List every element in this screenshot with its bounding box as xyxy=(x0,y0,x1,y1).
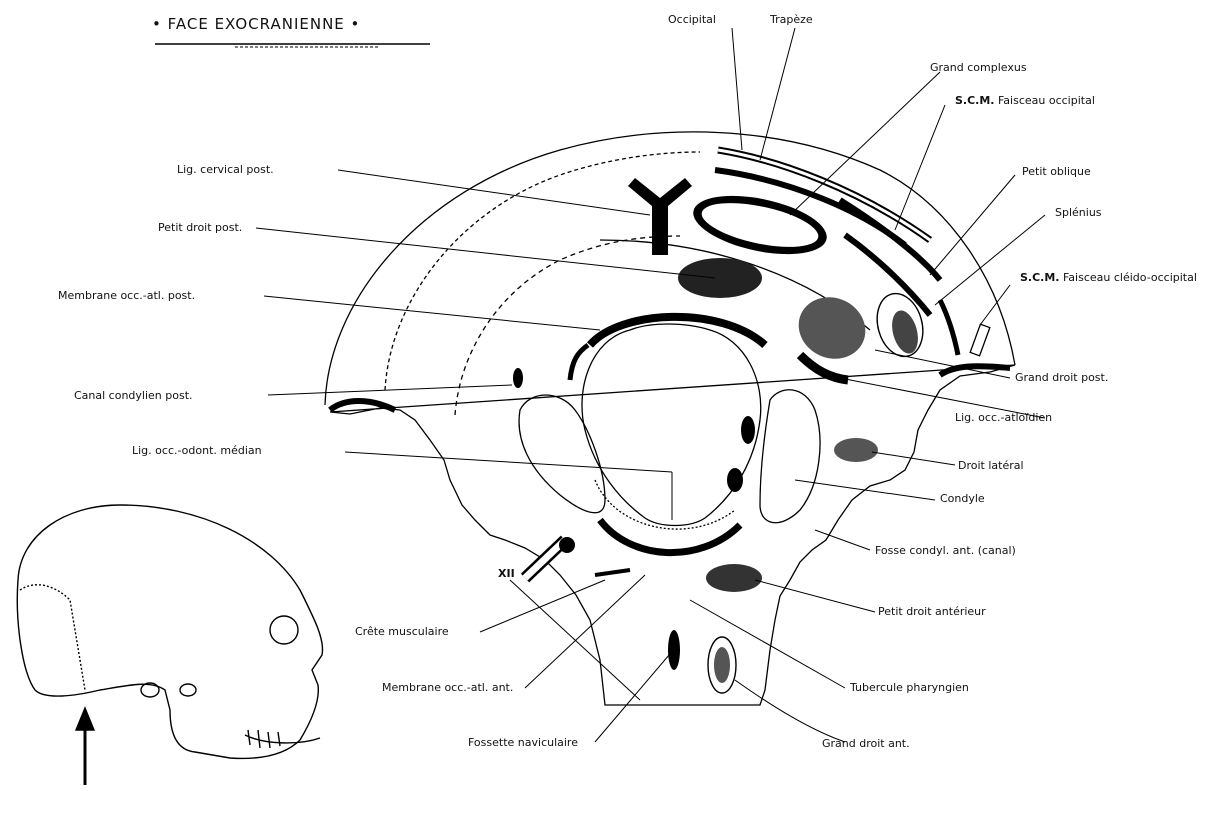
label-grand-droit-ant: Grand droit ant. xyxy=(822,738,910,750)
label-lig-occ-atloid: Lig. occ.-atloïdien xyxy=(955,412,1052,424)
muscle-insertions xyxy=(513,185,930,693)
label-scm-ext-prefix: S.C.M. xyxy=(955,94,994,107)
foramen-magnum xyxy=(570,317,765,553)
label-lig-cervical-post: Lig. cervical post. xyxy=(177,164,274,176)
label-scm-cleido-text: Faisceau cléido-occipital xyxy=(1063,271,1197,284)
label-xii: XII xyxy=(498,568,515,580)
label-scm-ext: S.C.M. Faisceau occipital xyxy=(955,95,1095,107)
label-condyle: Condyle xyxy=(940,493,985,505)
label-scm-cleido: S.C.M. Faisceau cléido-occipital xyxy=(1020,272,1197,284)
label-petit-droit-ant: Petit droit antérieur xyxy=(878,606,986,618)
label-petit-oblique: Petit oblique xyxy=(1022,166,1091,178)
label-scm-cleido-prefix: S.C.M. xyxy=(1020,271,1059,284)
lig-cervical-post-mark xyxy=(628,178,692,255)
label-grand-complexus: Grand complexus xyxy=(930,62,1027,74)
rim-strips xyxy=(330,150,1010,410)
condyle-right xyxy=(760,390,820,523)
condyle-left xyxy=(519,395,605,513)
label-fossette-naviculaire: Fossette naviculaire xyxy=(468,737,578,749)
label-scm-ext-text: Faisceau occipital xyxy=(998,94,1095,107)
label-droit-lateral: Droit latéral xyxy=(958,460,1024,472)
label-occipital: Occipital xyxy=(668,14,716,26)
label-petit-droit-post: Petit droit post. xyxy=(158,222,242,234)
label-trapeze: Trapèze xyxy=(770,14,813,26)
label-fosse-condyl-ant: Fosse condyl. ant. (canal) xyxy=(875,545,1016,557)
label-tubercule-pharyngien: Tubercule pharyngien xyxy=(850,682,969,694)
occipital-bone-outline xyxy=(325,132,1015,705)
label-crete-musculaire: Crête musculaire xyxy=(355,626,449,638)
label-canal-condylien-post: Canal condylien post. xyxy=(74,390,193,402)
xii-probe xyxy=(525,537,630,578)
label-membrane-occ-atl-post: Membrane occ.-atl. post. xyxy=(58,290,195,302)
label-grand-droit-post: Grand droit post. xyxy=(1015,372,1108,384)
label-lig-occ-odont-median: Lig. occ.-odont. médian xyxy=(132,445,262,457)
label-membrane-occ-atl-ant: Membrane occ.-atl. ant. xyxy=(382,682,513,694)
label-splenius: Splénius xyxy=(1055,207,1102,219)
skull-inset xyxy=(17,505,322,785)
page-title: • FACE EXOCRANIENNE • xyxy=(152,18,360,30)
